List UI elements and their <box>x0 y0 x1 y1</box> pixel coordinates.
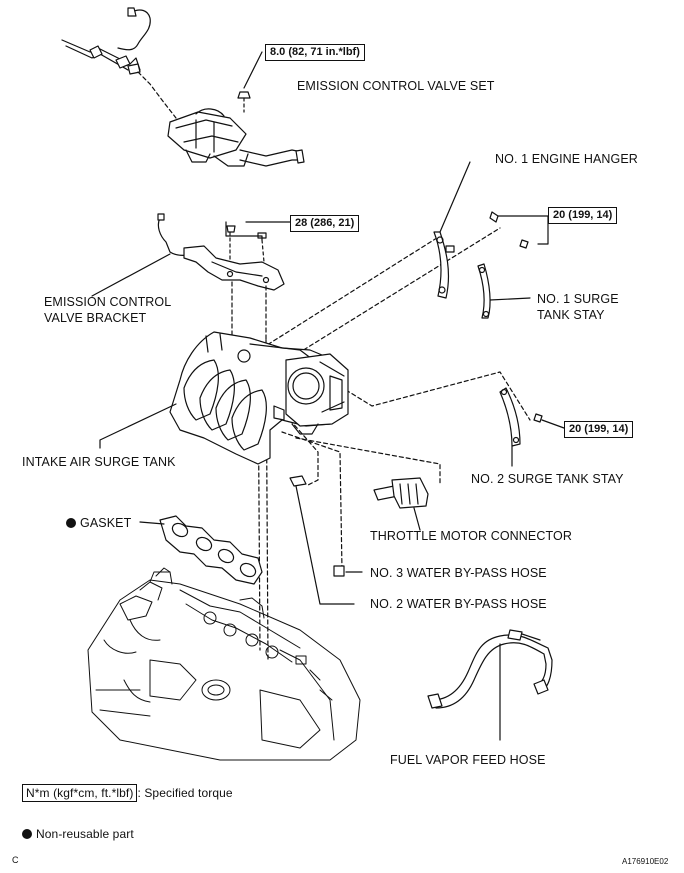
label-emission-bracket-line2: VALVE BRACKET <box>44 311 147 325</box>
throttle-connector-drawing <box>373 477 429 531</box>
emission-control-valve-set-drawing <box>61 7 305 167</box>
label-no1-surge-stay-line2: TANK STAY <box>537 308 605 322</box>
surge-tank-stay-2-drawing <box>499 387 565 467</box>
gasket-text: GASKET <box>80 516 132 530</box>
legend-non-reusable: Non-reusable part <box>22 827 134 841</box>
label-emission-control-valve-set: EMISSION CONTROL VALVE SET <box>297 79 495 93</box>
legend-torque: N*m (kgf*cm, ft.*lbf): Specified torque <box>22 784 233 802</box>
label-fuel-vapor-feed-hose: FUEL VAPOR FEED HOSE <box>390 753 546 767</box>
label-throttle-motor-connector: THROTTLE MOTOR CONNECTOR <box>370 529 572 543</box>
label-no1-surge-stay-line1: NO. 1 SURGE <box>537 292 619 306</box>
figure-id: A176910E02 <box>622 857 669 866</box>
gasket-drawing <box>139 515 263 585</box>
fuel-vapor-hose-drawing <box>427 629 553 741</box>
label-no3-water-bypass-hose: NO. 3 WATER BY-PASS HOSE <box>370 566 547 580</box>
engine-block-drawing <box>87 567 361 761</box>
legend-dot-icon <box>22 829 32 839</box>
label-no2-surge-tank-stay: NO. 2 SURGE TANK STAY <box>471 472 624 486</box>
label-gasket: GASKET <box>66 516 131 530</box>
torque-box-emission-valve: 8.0 (82, 71 in.*lbf) <box>265 44 365 61</box>
engine-hanger-drawing <box>433 161 549 299</box>
surge-tank-stay-1-drawing <box>477 263 531 319</box>
footer-code: C <box>12 855 19 865</box>
label-intake-air-surge-tank: INTAKE AIR SURGE TANK <box>22 455 176 469</box>
torque-box-surge-stay-2: 20 (199, 14) <box>564 421 634 438</box>
non-reusable-dot-icon <box>66 518 76 528</box>
intake-surge-tank-drawing <box>169 331 349 465</box>
legend-torque-text: : Specified torque <box>137 786 233 800</box>
torque-box-hanger: 20 (199, 14) <box>548 207 618 224</box>
torque-box-bracket: 28 (286, 21) <box>290 215 360 232</box>
emission-control-valve-bracket-drawing <box>91 213 291 297</box>
label-no1-engine-hanger: NO. 1 ENGINE HANGER <box>495 152 638 166</box>
label-no2-water-bypass-hose: NO. 2 WATER BY-PASS HOSE <box>370 597 547 611</box>
leader-surge-tank <box>99 403 177 449</box>
legend-non-reusable-text: Non-reusable part <box>36 827 134 841</box>
label-emission-bracket-line1: EMISSION CONTROL <box>44 295 172 309</box>
legend-torque-unit: N*m (kgf*cm, ft.*lbf) <box>22 784 138 802</box>
bypass-hose-clips <box>289 475 363 605</box>
